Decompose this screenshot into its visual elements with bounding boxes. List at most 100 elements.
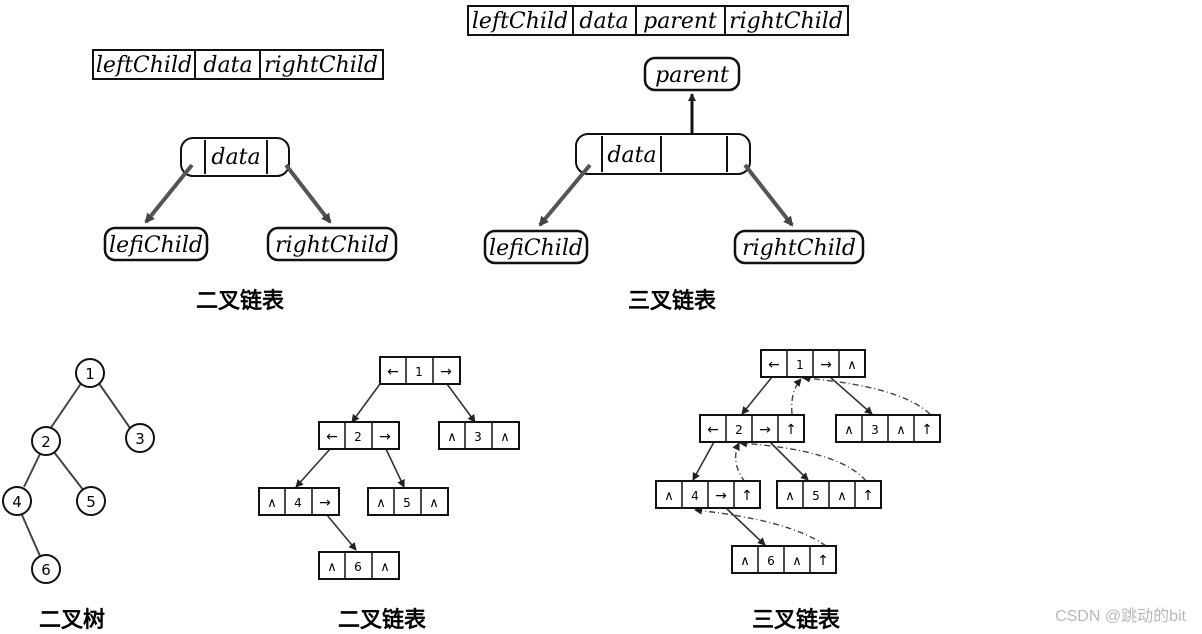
caption-binary-tree: 二叉树 — [39, 607, 105, 633]
tree-node-3: 3 — [125, 423, 155, 453]
svg-text:→: → — [319, 495, 331, 511]
node-data-label: data — [211, 145, 260, 170]
svg-text:2: 2 — [41, 433, 51, 451]
top-right-node: data — [575, 133, 751, 175]
svg-text:→: → — [379, 429, 391, 445]
svg-text:5: 5 — [403, 496, 411, 510]
binary-node-3: ∧ 3 ∧ — [438, 421, 520, 450]
svg-text:←: ← — [768, 357, 780, 373]
svg-text:→: → — [820, 357, 832, 373]
binary-node-6: ∧ 6 ∧ — [318, 551, 400, 580]
svg-text:3: 3 — [474, 430, 482, 444]
svg-text:→: → — [440, 364, 452, 380]
svg-text:∧: ∧ — [380, 560, 390, 575]
svg-text:↑: ↑ — [785, 422, 797, 438]
tree-node-4: 4 — [2, 486, 32, 516]
field-rightchild-3: rightChild — [729, 9, 843, 34]
right-child-arrow-3 — [743, 163, 794, 227]
binary-node-5: ∧ 5 ∧ — [367, 487, 449, 516]
svg-text:6: 6 — [767, 554, 775, 568]
tree-node-5: 5 — [76, 486, 106, 516]
svg-text:←: ← — [387, 364, 399, 380]
left-child-arrow-3 — [538, 163, 592, 227]
svg-text:4: 4 — [294, 496, 302, 510]
triple-node-2: ← 2 → ↑ — [699, 414, 805, 443]
svg-text:3: 3 — [135, 430, 145, 448]
triple-node-1: ← 1 → ∧ — [760, 349, 866, 378]
binary-list-diagram: ← 1 → ← 2 → ∧ 3 ∧ ∧ 4 → — [258, 356, 520, 580]
svg-text:2: 2 — [735, 423, 743, 437]
triple-node-6: ∧ 6 ∧ ↑ — [731, 545, 837, 574]
svg-text:→: → — [715, 488, 727, 504]
svg-text:∧: ∧ — [740, 554, 750, 569]
binary-tree: 1 2 3 4 5 6 — [2, 358, 155, 584]
svg-text:∧: ∧ — [792, 554, 802, 569]
binary-node-2: ← 2 → — [318, 421, 400, 450]
svg-text:∧: ∧ — [844, 423, 854, 438]
tree-node-1: 1 — [75, 358, 105, 388]
top-left-left-child-box: lefiChild — [103, 226, 209, 262]
svg-text:∧: ∧ — [785, 489, 795, 504]
svg-text:↑: ↑ — [921, 422, 933, 438]
svg-text:∧: ∧ — [327, 560, 337, 575]
top-right-right-child-box: rightChild — [733, 229, 865, 265]
right-child-label-3: rightChild — [742, 236, 856, 261]
svg-text:↑: ↑ — [817, 553, 829, 569]
svg-text:5: 5 — [812, 489, 820, 503]
top-left-struct-fields: leftChild data rightChild — [92, 49, 384, 80]
svg-text:∧: ∧ — [837, 489, 847, 504]
caption-binary-list-bottom: 二叉链表 — [338, 607, 427, 633]
svg-text:←: ← — [707, 422, 719, 438]
svg-text:5: 5 — [86, 493, 96, 511]
top-left-node: data — [180, 137, 290, 177]
svg-text:∧: ∧ — [447, 430, 457, 445]
triple-node-5: ∧ 5 ∧ ↑ — [776, 480, 882, 509]
svg-text:3: 3 — [871, 423, 879, 437]
right-child-label: rightChild — [275, 233, 389, 258]
tree-node-6: 6 — [31, 554, 61, 584]
top-right-left-child-box: lefiChild — [483, 229, 589, 265]
top-left-right-child-box: rightChild — [266, 226, 398, 262]
left-child-label-3: lefiChild — [489, 236, 583, 261]
svg-text:∧: ∧ — [429, 496, 439, 511]
top-right-struct-fields: leftChild data parent rightChild — [467, 5, 849, 36]
svg-text:∧: ∧ — [267, 496, 277, 511]
svg-text:←: ← — [326, 429, 338, 445]
top-right-parent-box: parent — [643, 56, 741, 92]
svg-text:∧: ∧ — [500, 430, 510, 445]
svg-text:4: 4 — [691, 489, 699, 503]
binary-node-4: ∧ 4 → — [258, 487, 340, 516]
left-child-arrow — [144, 163, 194, 224]
svg-text:↑: ↑ — [862, 488, 874, 504]
right-child-arrow — [284, 163, 332, 224]
caption-triple-list-bottom: 三叉链表 — [752, 607, 841, 633]
field-parent-3: parent — [643, 9, 717, 34]
csdn-watermark: CSDN @跳动的bit — [1055, 608, 1186, 625]
caption-binary-list-top: 二叉链表 — [196, 288, 285, 314]
tree-node-2: 2 — [31, 426, 61, 456]
svg-text:1: 1 — [85, 365, 95, 383]
parent-label: parent — [655, 63, 729, 88]
svg-text:∧: ∧ — [847, 358, 857, 373]
svg-text:↑: ↑ — [741, 488, 753, 504]
svg-text:∧: ∧ — [664, 489, 674, 504]
svg-text:∧: ∧ — [896, 423, 906, 438]
field-leftchild: leftChild — [96, 53, 192, 78]
svg-text:1: 1 — [415, 365, 423, 379]
svg-text:∧: ∧ — [376, 496, 386, 511]
triple-node-3: ∧ 3 ∧ ↑ — [835, 414, 941, 443]
triple-list-diagram: ← 1 → ∧ ← 2 → ↑ ∧ 3 ∧ ↑ — [655, 349, 941, 574]
svg-text:6: 6 — [41, 561, 51, 579]
left-child-label: lefiChild — [109, 233, 203, 258]
triple-node-4: ∧ 4 → ↑ — [655, 480, 761, 509]
svg-text:4: 4 — [12, 493, 22, 511]
field-leftchild-3: leftChild — [472, 9, 568, 34]
node-data-label-3: data — [607, 143, 656, 168]
field-rightchild: rightChild — [264, 53, 378, 78]
svg-text:1: 1 — [796, 358, 804, 372]
field-data: data — [203, 53, 252, 78]
field-data-3: data — [579, 9, 628, 34]
svg-text:→: → — [759, 422, 771, 438]
svg-text:6: 6 — [354, 560, 362, 574]
